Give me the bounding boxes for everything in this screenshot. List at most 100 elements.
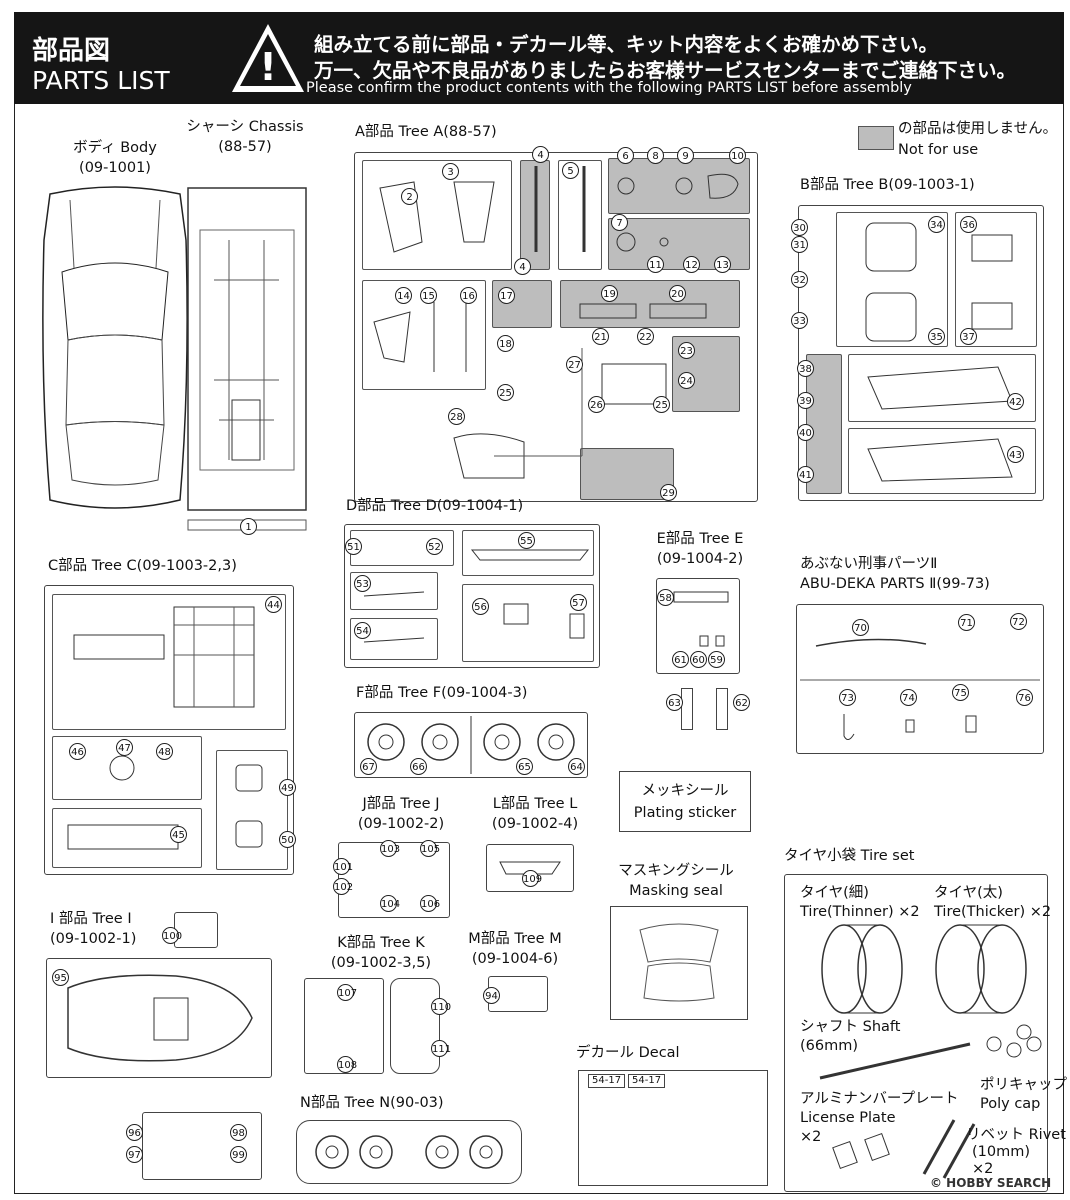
- shaft-jp: シャフト Shaft: [800, 1019, 901, 1035]
- treeN-label: N部品 Tree N(90-03): [300, 1095, 444, 1111]
- notice-line-2: 万一、欠品や不良品がありましたらお客様サービスセンターまでご連絡下さい。: [314, 59, 1017, 82]
- tire-thick-jp: タイヤ(太): [934, 885, 1003, 901]
- part-number: 105: [420, 840, 440, 857]
- masking-seal-sheet: [610, 906, 748, 1020]
- content-frame: [14, 104, 1064, 1194]
- part-number: 106: [420, 895, 440, 912]
- part-number: 70: [852, 619, 869, 636]
- treeJ-label: J部品 Tree J: [362, 796, 440, 812]
- part-number: 27: [566, 356, 583, 373]
- masking-jp: マスキングシール: [618, 863, 734, 879]
- treeB-label: B部品 Tree B(09-1003-1): [800, 177, 975, 193]
- part-number: 4: [532, 146, 549, 163]
- body-label: ボディ Body: [73, 140, 157, 156]
- part-number: 44: [265, 596, 282, 613]
- part-number: 49: [279, 779, 296, 796]
- part-number: 39: [797, 392, 814, 409]
- part-number: 37: [960, 328, 977, 345]
- tire-thick-en: Tire(Thicker) ×2: [934, 904, 1052, 920]
- part-number: 15: [420, 287, 437, 304]
- part-number: 8: [647, 147, 664, 164]
- treeN-wheels-drawing: [315, 1135, 503, 1169]
- part-number: 99: [230, 1146, 247, 1163]
- part-number: 108: [337, 1056, 357, 1073]
- part-number: 71: [958, 614, 975, 631]
- part-number: 107: [337, 984, 357, 1001]
- treeB-cell-36-37: [955, 212, 1037, 347]
- notice-line-3: Please confirm the product contents with…: [306, 80, 912, 96]
- part-number: 12: [683, 256, 700, 273]
- title-en: PARTS LIST: [32, 66, 170, 95]
- treeA-cell-5: [558, 160, 602, 270]
- body-code: (09-1001): [79, 160, 151, 176]
- treeK-label: K部品 Tree K: [337, 935, 425, 951]
- polycap-jp: ポリキャップ: [980, 1077, 1067, 1093]
- treeD-label: D部品 Tree D(09-1004-1): [346, 498, 524, 514]
- part-number: 109: [522, 870, 542, 887]
- part-number: 7: [611, 214, 628, 231]
- abudeka-label-en: ABU-DEKA PARTS Ⅱ(99-73): [800, 576, 990, 592]
- warning-triangle-icon: !: [232, 24, 304, 92]
- tireset-label: タイヤ小袋 Tire set: [784, 848, 915, 864]
- part-number: 19: [601, 285, 618, 302]
- part-number: 25: [497, 384, 514, 401]
- treeE-part-63: [681, 688, 693, 730]
- treeK-frame-b: [390, 978, 440, 1074]
- treeK-code: (09-1002-3,5): [330, 955, 432, 971]
- treeA-parts-drawing: [373, 166, 739, 479]
- part-number: 14: [395, 287, 412, 304]
- part-number: 94: [483, 987, 500, 1004]
- part-number: 63: [666, 694, 683, 711]
- masking-en: Masking seal: [629, 883, 723, 899]
- svg-text:!: !: [259, 45, 276, 89]
- plating-jp: メッキシール: [641, 783, 729, 799]
- decal-plate-1: 54-17: [588, 1074, 626, 1088]
- part-number: 42: [1007, 393, 1024, 410]
- treeC-parts-drawing: [67, 606, 263, 850]
- part-number: 30: [791, 219, 808, 236]
- legend-jp: の部品は使用しません。: [898, 121, 1058, 137]
- plate-en: License Plate: [800, 1110, 896, 1126]
- part-number: 9: [677, 147, 694, 164]
- chassis-drawing: [187, 187, 307, 531]
- treeD-cell-55: [462, 530, 594, 576]
- part-number: 48: [156, 743, 173, 760]
- part-number: 43: [1007, 446, 1024, 463]
- part-number: 57: [570, 594, 587, 611]
- treeB-cell-34-35: [836, 212, 948, 347]
- part-number: 53: [354, 575, 371, 592]
- part-number: 110: [431, 998, 451, 1015]
- treeA-label: A部品 Tree A(88-57): [355, 124, 497, 140]
- part-number: 100: [162, 927, 182, 944]
- tireset-frame: [784, 874, 1048, 1192]
- part-number: 20: [669, 285, 686, 302]
- part-number: 51: [345, 538, 362, 555]
- part-number: 16: [460, 287, 477, 304]
- part-number: 13: [714, 256, 731, 273]
- part-number: 103: [380, 840, 400, 857]
- part-number: 25: [653, 396, 670, 413]
- treeF-label: F部品 Tree F(09-1004-3): [356, 685, 528, 701]
- treeN-frame: [296, 1120, 522, 1184]
- part-number: 98: [230, 1124, 247, 1141]
- treeI-lower-frame: [142, 1112, 262, 1180]
- part-number: 75: [952, 684, 969, 701]
- part-number: 72: [1010, 613, 1027, 630]
- treeA-unused-6-10: [608, 158, 750, 214]
- part-number: 50: [279, 831, 296, 848]
- decal-sheet: [578, 1070, 768, 1186]
- treeC-cell-46-48: [52, 736, 202, 800]
- part-number: 56: [472, 598, 489, 615]
- part-number: 60: [690, 651, 707, 668]
- part-number: 55: [518, 532, 535, 549]
- plating-sticker-box: [619, 771, 751, 832]
- part-number: 62: [733, 694, 750, 711]
- treeJ-code: (09-1002-2): [357, 816, 445, 832]
- rivet-qty: ×2: [972, 1161, 994, 1177]
- part-number: 102: [333, 878, 353, 895]
- part-number: 104: [380, 895, 400, 912]
- part-number: 67: [360, 758, 377, 775]
- treeE-parts-drawing: [673, 591, 729, 647]
- treeA-cell-2-3: [362, 160, 512, 270]
- decal-label: デカール Decal: [576, 1045, 680, 1061]
